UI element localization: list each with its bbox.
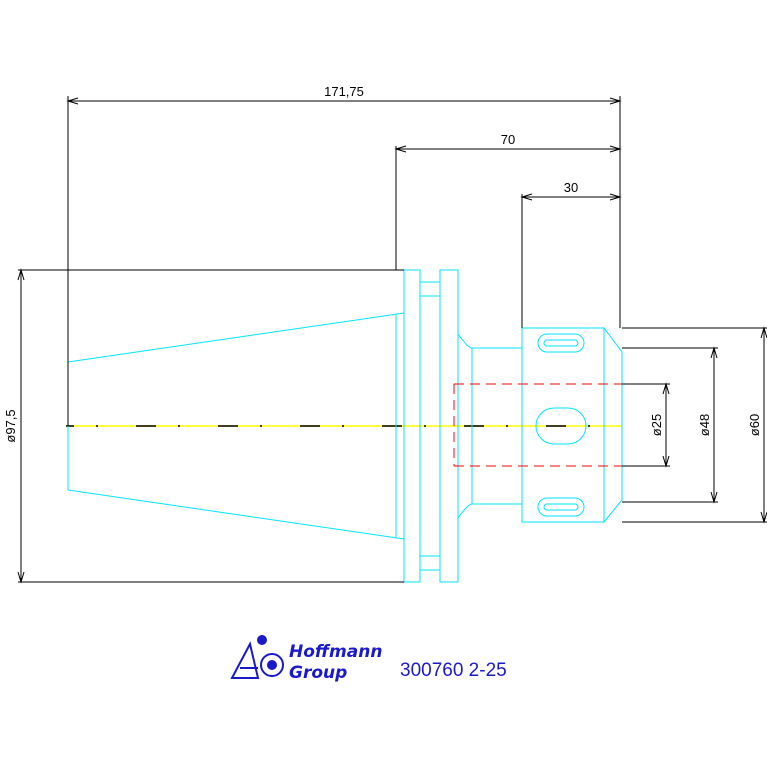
collet-nut: [521, 326, 623, 524]
dimension-overall-length: 171,75: [324, 84, 364, 99]
logo-figure-icon: [230, 635, 284, 679]
dimension-bore-diameter: ø25: [649, 414, 664, 436]
flange: [403, 269, 459, 583]
dimension-nut-inner-diameter: ø48: [697, 414, 712, 436]
dimension-taper-diameter: ø97,5: [3, 409, 18, 442]
dimension-nut-outer-diameter: ø60: [747, 414, 762, 436]
dimension-flange-to-end: 70: [501, 132, 515, 147]
neck: [457, 333, 522, 519]
hoffmann-group-logo: Hoffmann Group: [230, 635, 382, 683]
dimension-collet-length: 30: [564, 180, 578, 195]
bore-hidden-lines: [453, 383, 622, 467]
brand-name-line1: Hoffmann: [289, 642, 382, 662]
part-number: 300760 2-25: [400, 660, 507, 681]
dimension-lines: [17, 96, 767, 584]
brand-name-line2: Group: [289, 663, 347, 683]
